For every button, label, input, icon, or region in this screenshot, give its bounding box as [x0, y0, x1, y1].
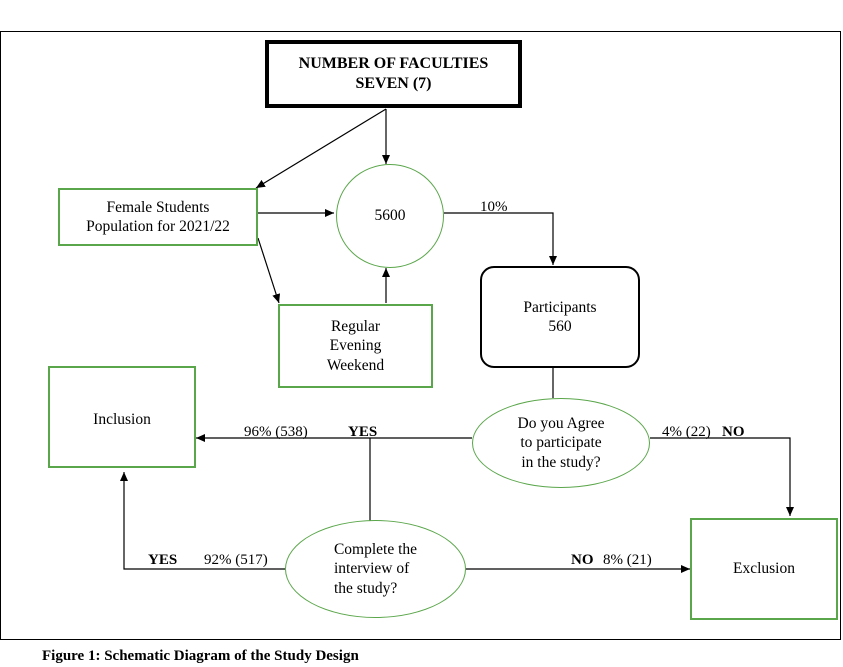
participants-line1: Participants [523, 298, 597, 316]
mode-line2: Evening [329, 337, 382, 355]
figure-caption: Figure 1: Schematic Diagram of the Study… [42, 648, 359, 664]
mode-line1: Regular [330, 317, 381, 335]
no-complete-pct: 8% (21) [603, 552, 652, 568]
diagram-frame [0, 31, 841, 640]
inclusion-box: Inclusion [48, 366, 196, 468]
faculties-box: NUMBER OF FACULTIES SEVEN (7) [265, 40, 522, 108]
female-line2: Population for 2021/22 [86, 218, 230, 235]
faculties-line1: NUMBER OF FACULTIES [298, 55, 489, 72]
faculties-line2: SEVEN (7) [355, 75, 432, 92]
participants-line2: 560 [548, 318, 572, 335]
arrow-female-to-mode [257, 237, 281, 304]
agree-line1: Do you Agree [517, 414, 605, 432]
agree-line2: to participate [520, 434, 602, 452]
no-consent-word: NO [722, 424, 745, 440]
sampling-label: 10% [480, 199, 508, 215]
no-complete-word: NO [571, 552, 594, 568]
inclusion-label: Inclusion [93, 411, 151, 428]
arrow-top-to-female [255, 108, 387, 189]
exclusion-label: Exclusion [733, 560, 795, 578]
participants-box: Participants 560 [480, 266, 640, 368]
study-mode-box: Regular Evening Weekend [278, 304, 433, 388]
complete-line1: Complete the [333, 540, 418, 558]
arrow-decision-to-exclusion [650, 437, 794, 516]
complete-line2: interview of [333, 560, 410, 578]
arrow-population-to-participants [444, 212, 557, 265]
female-line1: Female Students [106, 198, 210, 216]
yes-complete-pct: 92% (517) [204, 552, 268, 568]
mode-line3: Weekend [326, 356, 385, 374]
exclusion-box: Exclusion [690, 518, 838, 620]
complete-decision-oval: Complete the interview of the study? [285, 520, 466, 618]
arrow-complete-to-inclusion [120, 472, 285, 570]
no-consent-pct: 4% (22) [662, 424, 711, 440]
agree-line3: in the study? [521, 453, 601, 471]
agree-decision-oval: Do you Agree to participate in the study… [472, 398, 650, 488]
yes-consent-pct: 96% (538) [244, 424, 308, 440]
population-value: 5600 [374, 207, 406, 225]
yes-consent-word: YES [348, 424, 378, 440]
population-circle: 5600 [336, 164, 444, 268]
yes-complete-word: YES [148, 552, 178, 568]
complete-line3: the study? [333, 579, 398, 597]
female-students-box: Female Students Population for 2021/22 [58, 188, 258, 246]
